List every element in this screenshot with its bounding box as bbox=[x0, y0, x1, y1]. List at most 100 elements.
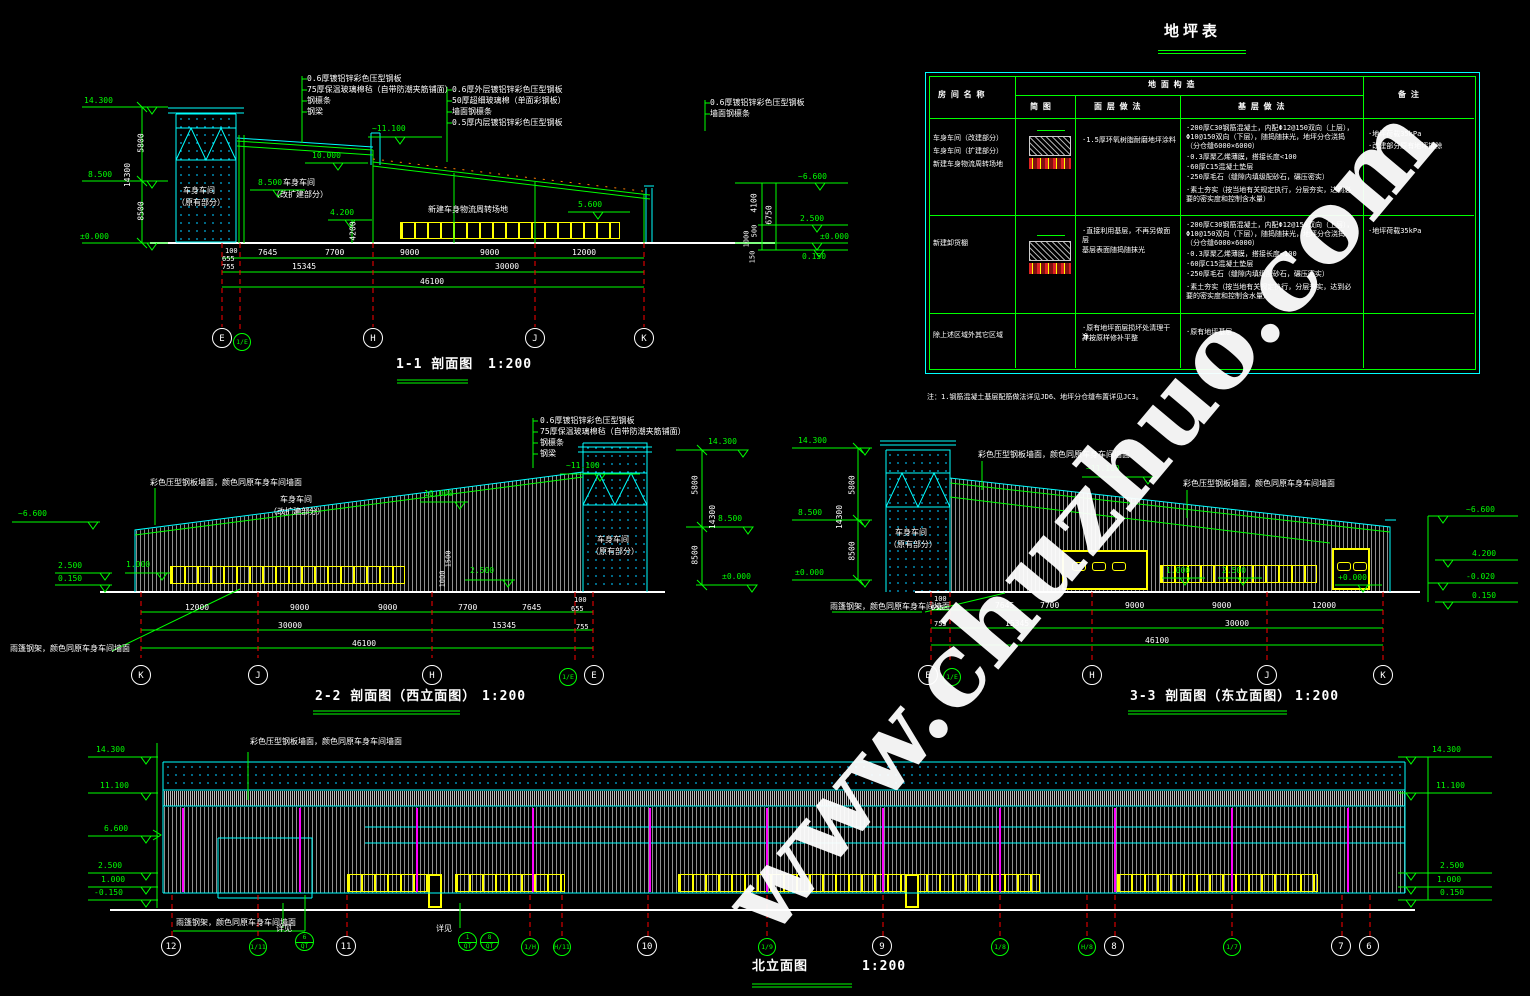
dim-label: 14300 bbox=[708, 505, 718, 529]
elevation-label: 2.500 bbox=[1440, 861, 1464, 871]
grid-bubble: J bbox=[525, 328, 545, 348]
s22-linework bbox=[12, 418, 757, 714]
table-sketch bbox=[1029, 130, 1071, 170]
dim-label: 7700 bbox=[325, 248, 344, 258]
drawing-scale: 1:200 bbox=[482, 692, 526, 702]
elevation-label: 10.000 bbox=[312, 151, 341, 161]
dim-label: 12000 bbox=[572, 248, 596, 258]
elevation-label: -0.020 bbox=[1466, 572, 1495, 582]
grid-bubble: E bbox=[212, 328, 232, 348]
elevation-label: 2.500 bbox=[98, 861, 122, 871]
dim-label: 5800 bbox=[848, 475, 858, 494]
grid-bubble: K bbox=[1373, 665, 1393, 685]
grid-bubble: 9 bbox=[872, 936, 892, 956]
room-label: 车身车间 bbox=[597, 535, 629, 545]
annotation: 75厚保温玻璃棉毡（自带防潮夹筋铺面） bbox=[540, 427, 686, 437]
elevation-label: ±0.000 bbox=[820, 232, 849, 242]
dim-label: 8500 bbox=[691, 545, 701, 564]
detail-ref-bubble: 1QT bbox=[458, 932, 477, 951]
room-label: （改扩建部分） bbox=[269, 507, 325, 517]
grid-bubble: H bbox=[422, 665, 442, 685]
elevation-label: 6.600 bbox=[104, 824, 128, 834]
table-cell: 新建卸货棚 bbox=[933, 238, 968, 248]
drawing-title: 北立面图 bbox=[752, 962, 808, 972]
grid-bubble: K bbox=[131, 665, 151, 685]
dim-label: 150 bbox=[747, 251, 757, 264]
elevation-label: 10.000 bbox=[424, 489, 453, 499]
detail-ref-number: 8 bbox=[481, 933, 498, 942]
dim-label: 9000 bbox=[378, 603, 397, 613]
annotation: 雨篷钢架，颜色同原车身车间墙面 bbox=[10, 644, 130, 654]
elevation-label: ±0.000 bbox=[795, 568, 824, 578]
drawing-scale: 1:200 bbox=[488, 360, 532, 370]
table-col-line bbox=[1075, 95, 1076, 368]
room-label: 车身车间 bbox=[283, 178, 315, 188]
grid-bubble: E bbox=[584, 665, 604, 685]
dim-label: 7645 bbox=[258, 248, 277, 258]
drawing-title: 2-2 剖面图（西立面图） bbox=[315, 692, 476, 702]
room-label: 车身车间 bbox=[183, 186, 215, 196]
room-label: （原有部分） bbox=[591, 547, 639, 557]
detail-ref-sheet: QT bbox=[296, 942, 313, 951]
elevation-label: ~6.600 bbox=[18, 509, 47, 519]
dim-label: 5800 bbox=[137, 133, 147, 152]
elevation-label: 4.200 bbox=[1472, 549, 1496, 559]
table-title-underline bbox=[1158, 50, 1246, 51]
dim-label: 655 bbox=[571, 604, 584, 614]
elevation-label: ~6.600 bbox=[798, 172, 827, 182]
table-cell: 车身车间（扩建部分） bbox=[933, 146, 1003, 156]
table-cell: 除上述区域外其它区域 bbox=[933, 330, 1003, 340]
table-cell: 车身车间（改建部分） bbox=[933, 133, 1003, 143]
table-header-sketch: 简 图 bbox=[1030, 102, 1051, 112]
dim-label: 5800 bbox=[691, 475, 701, 494]
grid-bubble: 6 bbox=[1359, 936, 1379, 956]
elevation-label: 4.200 bbox=[330, 208, 354, 218]
grid-bubble: 1/11 bbox=[249, 938, 267, 956]
grid-bubble: 7 bbox=[1331, 936, 1351, 956]
annotation: 0.6厚镀铝锌彩色压型钢板 bbox=[710, 98, 804, 108]
elevation-label: ~11.100 bbox=[566, 461, 600, 471]
elevation-label: 8.500 bbox=[88, 170, 112, 180]
annotation: 钢梁 bbox=[540, 449, 556, 459]
dim-label: 46100 bbox=[352, 639, 376, 649]
grid-bubble: H bbox=[1082, 665, 1102, 685]
dim-label: 755 bbox=[222, 262, 235, 272]
elevation-label: ~11.100 bbox=[372, 124, 406, 134]
annotation: 0.6厚镀铝锌彩色压型钢板 bbox=[307, 74, 401, 84]
dim-label: 6750 bbox=[765, 205, 775, 224]
drawing-scale: 1:200 bbox=[1295, 692, 1339, 702]
table-header-construction: 地 面 构 造 bbox=[1148, 80, 1194, 90]
grid-bubble: 10 bbox=[637, 936, 657, 956]
dim-label: 7700 bbox=[458, 603, 477, 613]
annotation: 钢檩条 bbox=[307, 96, 331, 106]
annotation: 钢檩条 bbox=[540, 438, 564, 448]
elevation-label: -0.150 bbox=[94, 888, 123, 898]
annotation: 彩色压型钢板墙面，颜色同原车身车间墙面 bbox=[150, 478, 302, 488]
elevation-label: 5.600 bbox=[578, 200, 602, 210]
dim-label: 46100 bbox=[1145, 636, 1169, 646]
see-detail-label: 详见 bbox=[436, 924, 452, 934]
elevation-label: 14.300 bbox=[798, 436, 827, 446]
grid-bubble: 1/8 bbox=[991, 938, 1009, 956]
table-header-base: 基 层 做 法 bbox=[1238, 102, 1284, 112]
drawing-scale: 1:200 bbox=[862, 962, 906, 972]
elevation-label: 2.500 bbox=[58, 561, 82, 571]
grid-bubble: 1/E bbox=[559, 668, 577, 686]
elevation-label: 0.150 bbox=[1472, 591, 1496, 601]
elevation-label: 8.500 bbox=[258, 178, 282, 188]
annotation: 0.6厚镀铝锌彩色压型钢板 bbox=[540, 416, 634, 426]
elevation-label: ±0.000 bbox=[80, 232, 109, 242]
elevation-label: 2.500 bbox=[470, 566, 494, 576]
annotation: 钢梁 bbox=[307, 107, 323, 117]
drawing-title: 3-3 剖面图（东立面图） bbox=[1130, 692, 1291, 702]
elevation-label: 0.150 bbox=[802, 252, 826, 262]
table-title: 地坪表 bbox=[1164, 26, 1221, 36]
dim-label: 1000 bbox=[437, 571, 447, 588]
elevation-label: 2.500 bbox=[1222, 566, 1246, 576]
annotation: 0.5厚内层镀铝锌彩色压型钢板 bbox=[452, 118, 562, 128]
dim-label: 9000 bbox=[1212, 601, 1231, 611]
elevation-label: 11.100 bbox=[1436, 781, 1465, 791]
grid-bubble: 1/H bbox=[521, 938, 539, 956]
table-cell: 基层表面随捣随抹光 bbox=[1082, 246, 1177, 255]
table-cell: ·直接利用基层，不再另做面层 bbox=[1082, 227, 1177, 245]
